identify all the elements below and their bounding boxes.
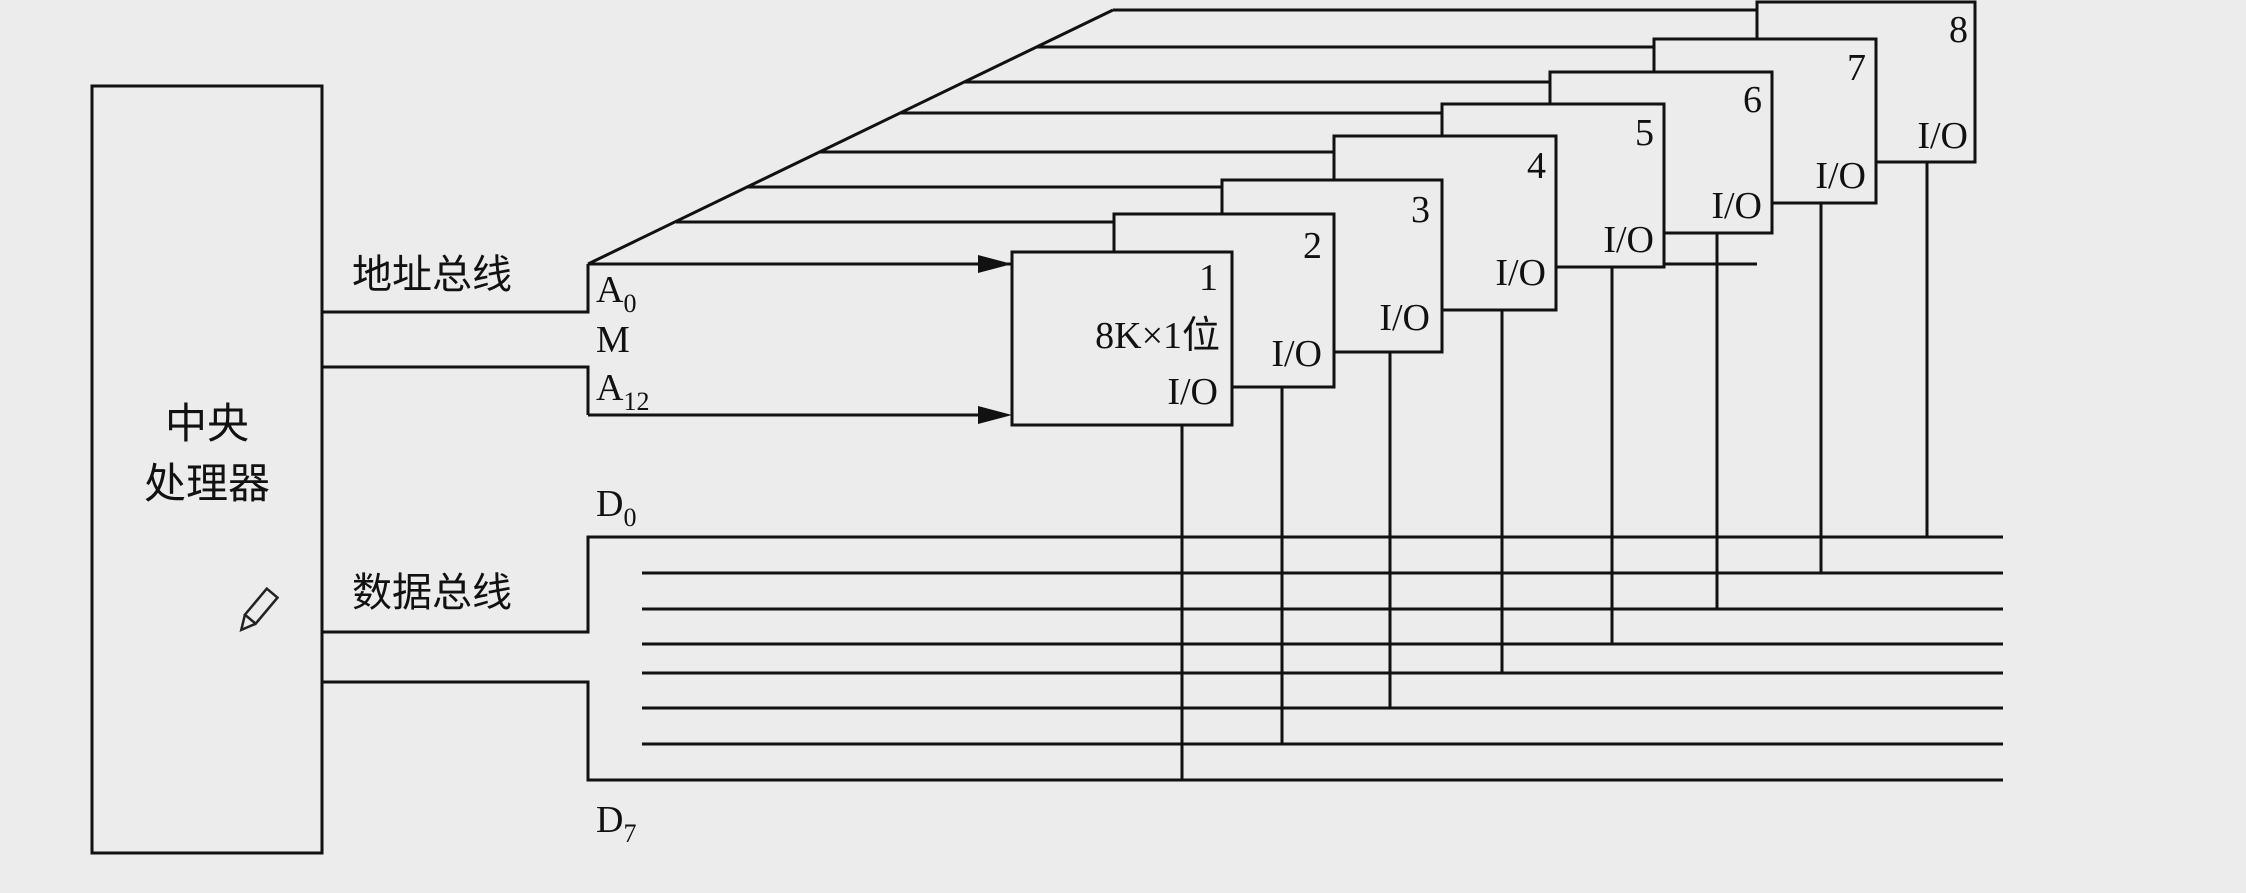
chip-io-label: I/O xyxy=(1495,252,1546,294)
chip-io-label: I/O xyxy=(1379,297,1430,339)
chip-io-label: I/O xyxy=(1917,115,1968,157)
chip-number: 6 xyxy=(1743,79,1762,121)
address-bus-lower-wire xyxy=(322,365,590,415)
chip-io-label: I/O xyxy=(1271,333,1322,375)
chip-capacity: 8K×1位 xyxy=(1095,315,1220,357)
data-line-d0-label: D0 xyxy=(596,483,636,532)
memory-chip-1: 1 8K×1位 I/O xyxy=(1010,250,1234,427)
data-bus-label: 数据总线 xyxy=(352,570,512,616)
data-line-d7 xyxy=(322,680,2003,782)
chip-io-label: I/O xyxy=(1815,155,1866,197)
chip-io-label: I/O xyxy=(1167,371,1218,413)
address-line-a12: A12 xyxy=(596,367,649,416)
data-line-d0 xyxy=(322,535,2003,634)
address-arrowhead-a0 xyxy=(978,255,1012,273)
address-arrowhead-a12 xyxy=(978,406,1012,424)
chip-number: 5 xyxy=(1635,112,1654,154)
address-bus-upper-wire xyxy=(322,264,590,314)
chip-io-label: I/O xyxy=(1603,219,1654,261)
chip-number: 8 xyxy=(1949,9,1968,51)
address-line-a0: A0 xyxy=(596,269,636,318)
chip-data-taps xyxy=(1180,162,1929,780)
chip-number: 3 xyxy=(1411,189,1430,231)
pencil-icon xyxy=(239,586,280,633)
chip-number: 4 xyxy=(1527,145,1546,187)
chip-number: 1 xyxy=(1199,257,1218,299)
chip-number: 7 xyxy=(1847,47,1866,89)
cpu-box xyxy=(90,84,324,855)
data-line-d7-label: D7 xyxy=(596,799,636,848)
address-bus-label: 地址总线 xyxy=(352,252,512,298)
cpu-label-line1: 中央 xyxy=(165,399,249,448)
chip-io-label: I/O xyxy=(1711,185,1762,227)
cpu-label-line2: 处理器 xyxy=(144,459,270,508)
address-line-middle: M xyxy=(596,319,630,361)
data-bus-lines xyxy=(642,571,2003,746)
chip-number: 2 xyxy=(1303,225,1322,267)
